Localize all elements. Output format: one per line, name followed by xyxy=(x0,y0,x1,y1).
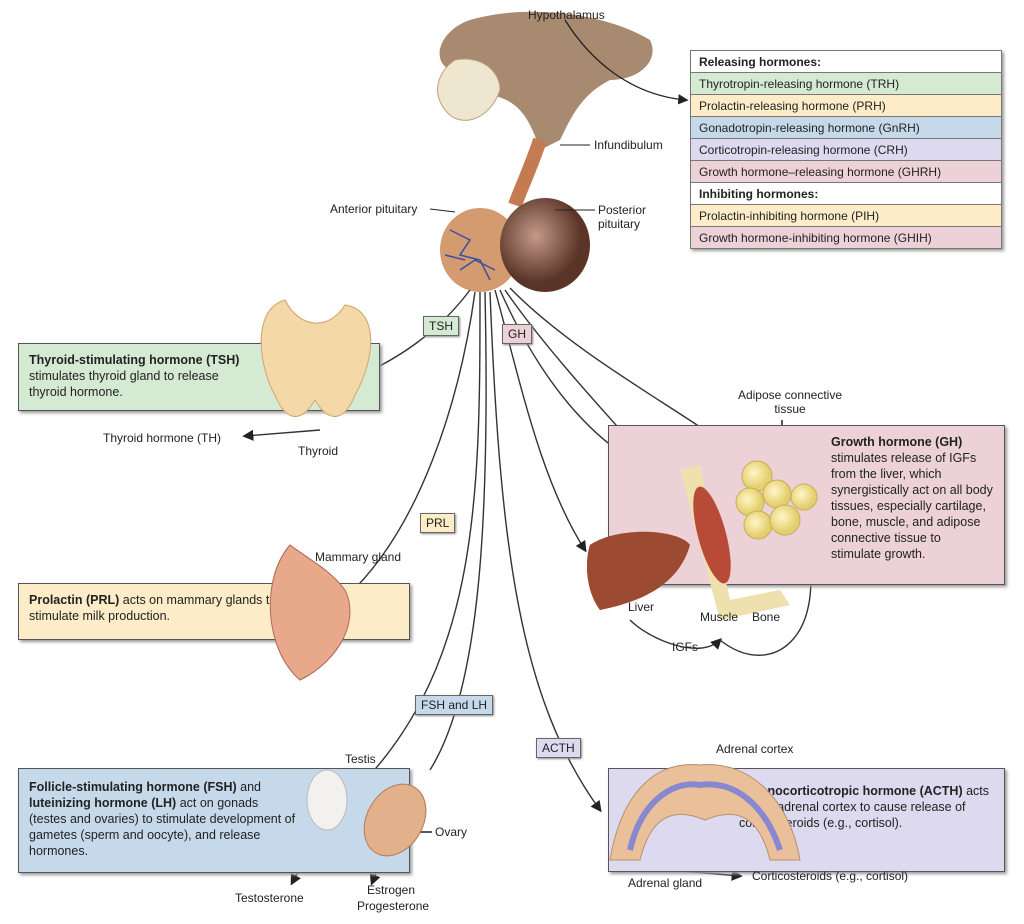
thyroid-label: Thyroid xyxy=(298,444,339,458)
hormone-row: Thyrotropin-releasing hormone (TRH) xyxy=(690,72,1002,95)
gh-box: Growth hormone (GH) stimulates release o… xyxy=(608,425,1005,585)
liver-label: Liver xyxy=(628,600,655,614)
corticosteroids-label: Corticosteroids (e.g., cortisol) xyxy=(752,869,909,883)
anterior-pituitary-label: Anterior pituitary xyxy=(330,202,418,216)
hormone-table: Releasing hormones: Thyrotropin-releasin… xyxy=(690,50,1002,249)
gh-box-title: Growth hormone (GH) xyxy=(831,435,963,449)
mammary-gland-label: Mammary gland xyxy=(315,550,402,564)
hormone-row: Corticotropin-releasing hormone (CRH) xyxy=(690,138,1002,161)
acth-box: Adrenocorticotropic hormone (ACTH) acts … xyxy=(608,768,1005,872)
gh-tag: GH xyxy=(502,324,532,344)
infundibulum-shape xyxy=(508,137,547,208)
posterior-pituitary-shape xyxy=(500,198,590,292)
igfs-label: IGFs xyxy=(672,640,698,654)
fsh-box-text: act on gonads (testes and ovaries) to st… xyxy=(29,796,296,858)
hormone-row: Growth hormone-inhibiting hormone (GHIH) xyxy=(690,226,1002,249)
prl-box-text: acts on mammary glands to stimulate milk… xyxy=(29,593,277,623)
estrogen-label: Estrogen xyxy=(367,883,416,897)
fsh-title: Follicle-stimulating hormone (FSH) xyxy=(29,780,237,794)
testosterone-label: Testosterone xyxy=(235,891,304,905)
hypothalamus-illustration xyxy=(437,11,653,150)
posterior-pituitary-label: Posterior pituitary xyxy=(598,203,647,231)
fsh-lh-box: Follicle-stimulating hormone (FSH) and l… xyxy=(18,768,410,873)
tsh-box-title: Thyroid-stimulating hormone (TSH) xyxy=(29,353,240,367)
hormone-row: Prolactin-releasing hormone (PRH) xyxy=(690,94,1002,117)
thyroid-hormone-label: Thyroid hormone (TH) xyxy=(103,431,222,445)
infundibulum-label: Infundibulum xyxy=(594,138,663,152)
hormone-row: Growth hormone–releasing hormone (GHRH) xyxy=(690,160,1002,183)
releasing-header: Releasing hormones: xyxy=(690,50,1002,73)
adrenal-cortex-label: Adrenal cortex xyxy=(716,742,794,756)
tsh-tag: TSH xyxy=(423,316,459,336)
tsh-box: Thyroid-stimulating hormone (TSH) stimul… xyxy=(18,343,380,411)
gh-box-text: stimulates release of IGFs from the live… xyxy=(831,451,993,561)
anterior-pituitary-shape xyxy=(440,208,520,292)
acth-box-title: Adrenocorticotropic hormone (ACTH) xyxy=(739,784,963,798)
adrenal-gland-label: Adrenal gland xyxy=(628,876,703,890)
testis-label: Testis xyxy=(345,752,376,766)
hypothalamus-label: Hypothalamus xyxy=(528,8,605,22)
bone-label: Bone xyxy=(752,610,781,624)
prl-tag: PRL xyxy=(420,513,456,533)
prl-box-title: Prolactin (PRL) xyxy=(29,593,120,607)
fsh-box-text: and xyxy=(236,780,261,794)
muscle-label: Muscle xyxy=(700,610,739,624)
progesterone-label: Progesterone xyxy=(357,899,430,913)
fsh-lh-tag: FSH and LH xyxy=(415,695,494,715)
ovary-label: Ovary xyxy=(435,825,468,839)
tsh-box-text: stimulates thyroid gland to release thyr… xyxy=(29,369,219,399)
acth-tag: ACTH xyxy=(536,738,581,758)
hormone-row: Prolactin-inhibiting hormone (PIH) xyxy=(690,204,1002,227)
prl-box: Prolactin (PRL) acts on mammary glands t… xyxy=(18,583,410,640)
inhibiting-header: Inhibiting hormones: xyxy=(690,182,1002,205)
adipose-label: Adipose connective tissue xyxy=(737,388,843,416)
hormone-row: Gonadotropin-releasing hormone (GnRH) xyxy=(690,116,1002,139)
lh-title: luteinizing hormone (LH) xyxy=(29,796,177,810)
